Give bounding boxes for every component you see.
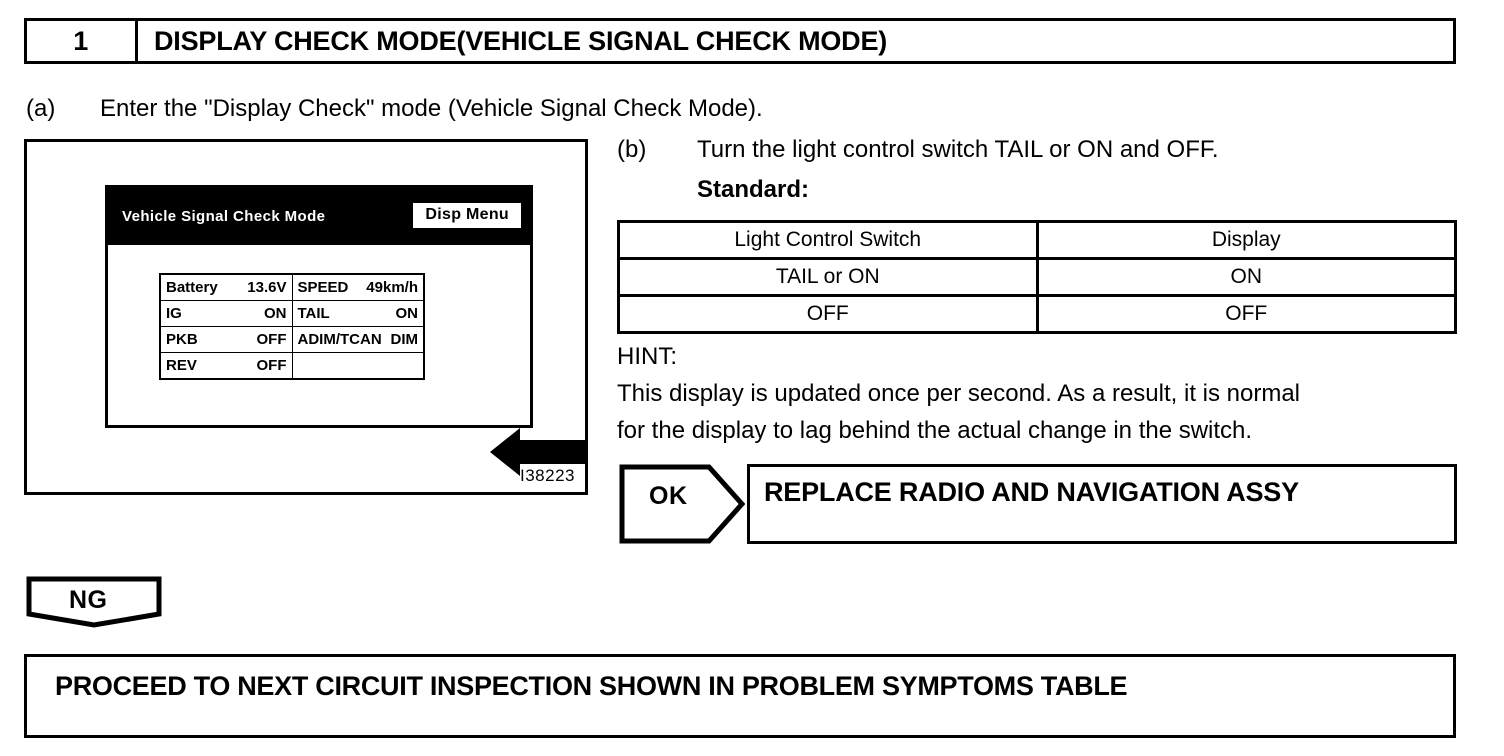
ng-action-box: PROCEED TO NEXT CIRCUIT INSPECTION SHOWN… — [24, 654, 1456, 738]
step-number: 1 — [27, 21, 138, 61]
ok-action-label: REPLACE RADIO AND NAVIGATION ASSY — [764, 477, 1299, 507]
cell-display-state: OFF — [1035, 294, 1457, 334]
signal-cell-pkb: PKB OFF — [159, 326, 293, 353]
ok-tag-label: OK — [649, 482, 688, 510]
signal-row: PKB OFF ADIM/TCAN DIM — [159, 326, 425, 353]
instruction-a: (a) Enter the "Display Check" mode (Vehic… — [26, 95, 763, 123]
instruction-a-marker: (a) — [26, 95, 56, 122]
signal-label: ADIM/TCAN — [297, 331, 382, 348]
signal-cell-empty — [291, 352, 425, 380]
standard-table: Light Control Switch Display TAIL or ON … — [617, 220, 1457, 334]
ok-result-row: OK REPLACE RADIO AND NAVIGATION ASSY — [619, 464, 1457, 544]
signal-value: OFF — [256, 357, 287, 374]
step-header: 1 DISPLAY CHECK MODE(VEHICLE SIGNAL CHEC… — [24, 18, 1456, 64]
signal-value: ON — [395, 305, 419, 322]
column-header-switch: Light Control Switch — [617, 220, 1039, 260]
hint-line-2: for the display to lag behind the actual… — [617, 417, 1253, 444]
signal-label: SPEED — [297, 279, 349, 296]
instruction-b-text: Turn the light control switch TAIL or ON… — [697, 136, 1219, 163]
instruction-b-marker: (b) — [617, 136, 647, 163]
signal-row: REV OFF — [159, 352, 425, 380]
table-header-row: Light Control Switch Display — [617, 220, 1457, 260]
screen-titlebar: Vehicle Signal Check Mode Disp Menu — [108, 188, 530, 245]
signal-label: Battery — [166, 279, 218, 296]
signal-row: Battery 13.6V SPEED 49km/h — [159, 273, 425, 301]
signal-cell-adim-tcan: ADIM/TCAN DIM — [291, 326, 425, 353]
ok-action-box: REPLACE RADIO AND NAVIGATION ASSY — [747, 464, 1457, 544]
step-title: DISPLAY CHECK MODE(VEHICLE SIGNAL CHECK … — [154, 25, 888, 56]
signal-value: OFF — [256, 331, 287, 348]
standard-label: Standard: — [697, 176, 810, 203]
signal-cell-battery: Battery 13.6V — [159, 273, 293, 301]
signal-cell-speed: SPEED 49km/h — [291, 273, 425, 301]
signal-label: TAIL — [297, 305, 330, 322]
signal-cell-tail: TAIL ON — [291, 300, 425, 327]
column-header-display: Display — [1035, 220, 1457, 260]
signal-row: IG ON TAIL ON — [159, 300, 425, 327]
table-row: OFF OFF — [617, 294, 1457, 334]
signal-label: PKB — [166, 331, 198, 348]
signal-value: 49km/h — [366, 279, 418, 296]
hint-line-1: This display is updated once per second.… — [617, 380, 1301, 407]
signal-cell-ig: IG ON — [159, 300, 293, 327]
device-screen-mockup: Vehicle Signal Check Mode Disp Menu Batt… — [105, 185, 533, 428]
hint-label: HINT: — [617, 343, 677, 370]
signal-value: ON — [264, 305, 287, 322]
disp-menu-button[interactable]: Disp Menu — [412, 202, 522, 229]
signal-grid: Battery 13.6V SPEED 49km/h — [159, 273, 425, 380]
signal-value: DIM — [390, 331, 419, 348]
cell-display-state: ON — [1035, 257, 1457, 297]
signal-label: REV — [166, 357, 197, 374]
cell-switch-state: TAIL or ON — [617, 257, 1039, 297]
cell-switch-state: OFF — [617, 294, 1039, 334]
ng-action-label: PROCEED TO NEXT CIRCUIT INSPECTION SHOWN… — [55, 671, 1128, 701]
signal-cell-rev: REV OFF — [159, 352, 293, 380]
ng-tag-label: NG — [69, 586, 108, 614]
hint-block: HINT: This display is updated once per s… — [617, 338, 1467, 449]
ng-tag: NG — [26, 576, 162, 628]
illustration-panel: Vehicle Signal Check Mode Disp Menu Batt… — [24, 139, 588, 495]
screen-body: Battery 13.6V SPEED 49km/h — [108, 245, 530, 425]
instruction-a-text: Enter the "Display Check" mode (Vehicle … — [100, 95, 763, 122]
screen-title: Vehicle Signal Check Mode — [122, 208, 326, 225]
signal-label: IG — [166, 305, 182, 322]
ok-tag: OK — [619, 464, 745, 544]
instruction-b: (b) Turn the light control switch TAIL or… — [617, 136, 1219, 164]
figure-id: I38223 — [520, 466, 575, 485]
table-row: TAIL or ON ON — [617, 257, 1457, 297]
signal-value: 13.6V — [247, 279, 287, 296]
